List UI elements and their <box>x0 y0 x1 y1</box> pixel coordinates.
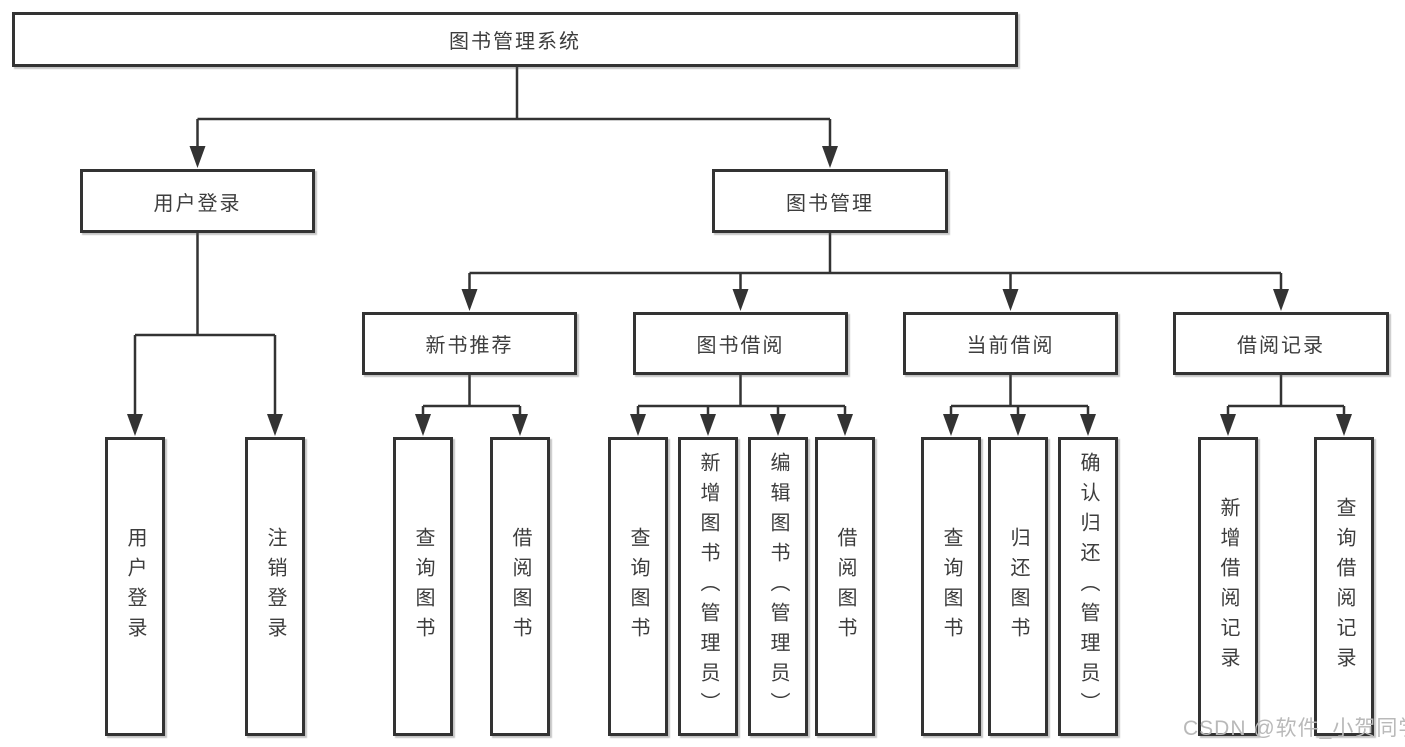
leaf-confirm-return-admin-label: 确认归还（管理员） <box>1077 451 1099 722</box>
leaf-return-books-label: 归还图书 <box>1007 526 1029 647</box>
leaf-logout-label: 注销登录 <box>264 526 286 647</box>
leaf-query-books-current-label: 查询图书 <box>940 526 962 647</box>
leaf-user-login-label: 用户登录 <box>124 526 146 647</box>
node-book-borrow: 图书借阅 <box>633 312 848 375</box>
arrowheads <box>127 146 1352 436</box>
node-book-borrow-label: 图书借阅 <box>696 335 785 357</box>
node-borrow-records: 借阅记录 <box>1173 312 1389 375</box>
node-book-management-label: 图书管理 <box>786 192 874 215</box>
leaf-confirm-return-admin: 确认归还（管理员） <box>1058 437 1118 736</box>
node-user-login-label: 用户登录 <box>153 192 242 215</box>
leaf-query-borrow-record: 查询借阅记录 <box>1314 437 1374 736</box>
leaf-borrow-books: 借阅图书 <box>815 437 875 736</box>
node-new-book-recommend-label: 新书推荐 <box>425 335 514 357</box>
node-current-borrow: 当前借阅 <box>903 312 1118 375</box>
node-borrow-records-label: 借阅记录 <box>1237 335 1325 357</box>
leaf-borrow-books-recommend: 借阅图书 <box>490 437 550 736</box>
leaf-query-books-recommend-label: 查询图书 <box>412 526 434 647</box>
leaf-query-books-borrow: 查询图书 <box>608 437 668 736</box>
leaf-add-borrow-record-label: 新增借阅记录 <box>1217 496 1239 677</box>
node-book-management: 图书管理 <box>712 169 948 233</box>
leaf-edit-book-admin: 编辑图书（管理员） <box>748 437 808 736</box>
watermark: CSDN @软件_小贺同学 <box>1183 717 1405 740</box>
node-current-borrow-label: 当前借阅 <box>966 335 1055 357</box>
leaf-add-borrow-record: 新增借阅记录 <box>1198 437 1258 736</box>
leaf-user-login: 用户登录 <box>105 437 165 736</box>
leaf-return-books: 归还图书 <box>988 437 1048 736</box>
leaf-query-borrow-record-label: 查询借阅记录 <box>1333 496 1355 677</box>
leaf-query-books-borrow-label: 查询图书 <box>627 526 649 647</box>
node-system-root-label: 图书管理系统 <box>449 31 581 53</box>
leaf-borrow-books-label: 借阅图书 <box>834 526 856 647</box>
leaf-add-book-admin: 新增图书（管理员） <box>678 437 738 736</box>
leaf-add-book-admin-label: 新增图书（管理员） <box>697 451 719 722</box>
leaf-query-books-recommend: 查询图书 <box>393 437 453 736</box>
node-new-book-recommend: 新书推荐 <box>362 312 577 375</box>
node-user-login: 用户登录 <box>80 169 315 233</box>
leaf-edit-book-admin-label: 编辑图书（管理员） <box>767 451 789 722</box>
leaf-query-books-current: 查询图书 <box>921 437 981 736</box>
leaf-borrow-books-recommend-label: 借阅图书 <box>509 526 531 647</box>
node-system-root: 图书管理系统 <box>12 12 1018 67</box>
leaf-logout: 注销登录 <box>245 437 305 736</box>
